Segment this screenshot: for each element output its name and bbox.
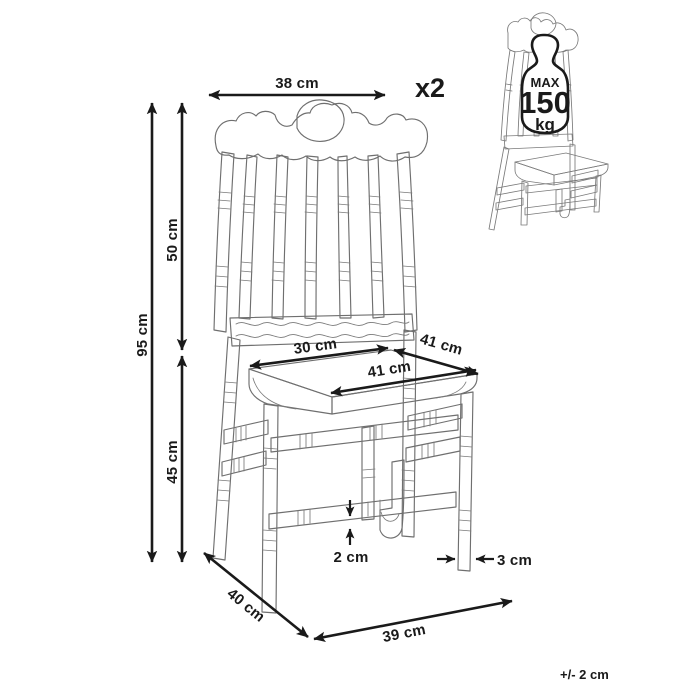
- dim-base-depth-label: 40 cm: [224, 585, 269, 626]
- main-chair-illustration: [212, 99, 478, 614]
- dim-seat-back-width: 30 cm: [249, 335, 389, 370]
- dim-rung-thickness-label: 2 cm: [334, 549, 369, 566]
- kettlebell-weight-icon: [520, 33, 570, 135]
- dim-backrest-width-label: 38 cm: [275, 75, 319, 92]
- dim-backrest-width: 38 cm: [208, 75, 386, 101]
- dim-seat-front-width-label: 41 cm: [366, 358, 412, 382]
- dim-base-depth: 40 cm: [203, 551, 309, 639]
- dim-seat-height: 45 cm: [164, 355, 188, 563]
- dim-rung-thickness: 2 cm: [334, 500, 369, 566]
- dim-base-width: 39 cm: [313, 597, 513, 646]
- chair-with-weight-thumbnail: MAX 150 kg: [488, 12, 609, 231]
- dim-seat-back-width-label: 30 cm: [293, 335, 338, 358]
- dim-seat-depth-right-label: 41 cm: [418, 331, 465, 359]
- dim-leg-thickness: 3 cm: [437, 552, 532, 569]
- dim-leg-thickness-label: 3 cm: [497, 552, 532, 569]
- tolerance-label: +/- 2 cm: [560, 667, 609, 682]
- dim-total-height: 95 cm: [134, 102, 158, 563]
- badge-value-label: 150: [519, 85, 571, 120]
- badge-unit-label: kg: [535, 115, 555, 134]
- dim-seat-height-label: 45 cm: [164, 440, 181, 484]
- dim-total-height-label: 95 cm: [134, 313, 151, 357]
- dim-backrest-height: 50 cm: [164, 102, 188, 351]
- quantity-label: x2: [415, 73, 445, 103]
- badge-max-label: MAX: [531, 75, 560, 90]
- dim-seat-front-width: 41 cm: [330, 358, 477, 397]
- dim-backrest-height-label: 50 cm: [164, 218, 181, 262]
